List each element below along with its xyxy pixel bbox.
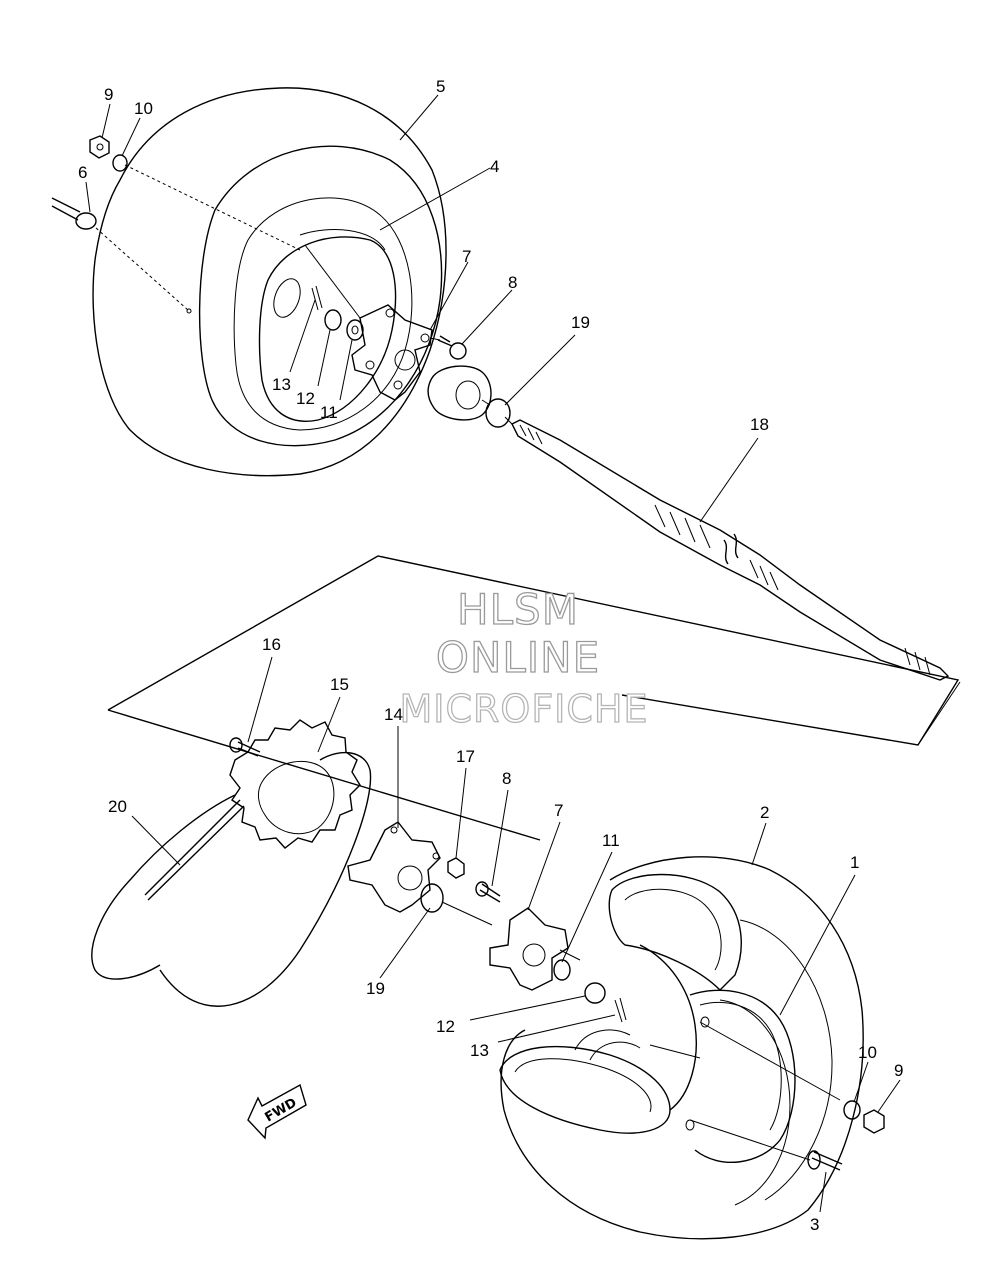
watermark: HLSM ONLINE MICROFICHE	[399, 584, 648, 731]
callout-3: 3	[810, 1215, 819, 1234]
right-wheel-rim	[499, 873, 796, 1163]
callout-19-lower: 19	[366, 979, 385, 998]
callout-1: 1	[850, 853, 859, 872]
hub-nut	[447, 857, 465, 879]
left-wheel-rim	[258, 229, 397, 422]
callout-11-lower: 11	[602, 831, 620, 850]
svg-text:FWD: FWD	[263, 1095, 300, 1125]
callout-10: 10	[134, 99, 153, 118]
callout-17: 17	[456, 747, 475, 766]
callout-12: 12	[296, 389, 315, 408]
fwd-arrow-icon: FWD	[247, 1083, 307, 1140]
assembly-boundary	[107, 555, 960, 841]
lower-washer	[553, 959, 571, 981]
callout-8-lower: 8	[502, 769, 511, 788]
callout-9-lower: 9	[894, 1061, 903, 1080]
callout-7: 7	[462, 247, 471, 266]
lower-valve-nut	[863, 1109, 885, 1134]
lower-guide-lines	[441, 901, 841, 1161]
callout-19: 19	[571, 313, 590, 332]
lower-castle-nut	[584, 982, 606, 1004]
lower-o-ring	[420, 883, 444, 913]
callout-13: 13	[272, 375, 291, 394]
sprocket-hub	[347, 821, 441, 913]
callout-9: 9	[104, 85, 113, 104]
callout-11: 11	[320, 403, 338, 422]
callout-labels: 5 4 9 10 6 7 8 19 13 12 11 18 16 15 14 1…	[78, 77, 903, 1234]
sprocket	[229, 719, 361, 849]
callout-2: 2	[760, 803, 769, 822]
drive-chain	[91, 751, 372, 1007]
left-wheel-tire	[92, 87, 447, 477]
leader-lines	[85, 94, 901, 1213]
callout-14: 14	[384, 705, 403, 724]
callout-18: 18	[750, 415, 769, 434]
callout-6: 6	[78, 163, 87, 182]
lower-cotter-pin	[614, 997, 627, 1023]
lower-hub	[489, 907, 569, 991]
callout-4: 4	[490, 157, 499, 176]
callout-15: 15	[330, 675, 349, 694]
watermark-line-2: ONLINE	[436, 633, 600, 682]
callout-12-lower: 12	[436, 1017, 455, 1036]
right-wheel-tire	[500, 856, 864, 1240]
callout-8: 8	[508, 273, 517, 292]
upper-guide-lines	[95, 164, 513, 425]
callout-13-lower: 13	[470, 1041, 489, 1060]
callout-7-lower: 7	[554, 801, 563, 820]
upper-small-parts	[51, 135, 511, 428]
lower-valve-washer	[843, 1100, 861, 1120]
callout-16: 16	[262, 635, 281, 654]
rear-axle	[511, 419, 950, 681]
watermark-line-1: HLSM	[457, 585, 579, 634]
callout-10-lower: 10	[858, 1043, 877, 1062]
watermark-line-3: MICROFICHE	[399, 687, 648, 731]
upper-hub	[351, 304, 433, 401]
callout-20: 20	[108, 797, 127, 816]
callout-5: 5	[436, 77, 445, 96]
lower-hub-bolt	[479, 883, 501, 903]
